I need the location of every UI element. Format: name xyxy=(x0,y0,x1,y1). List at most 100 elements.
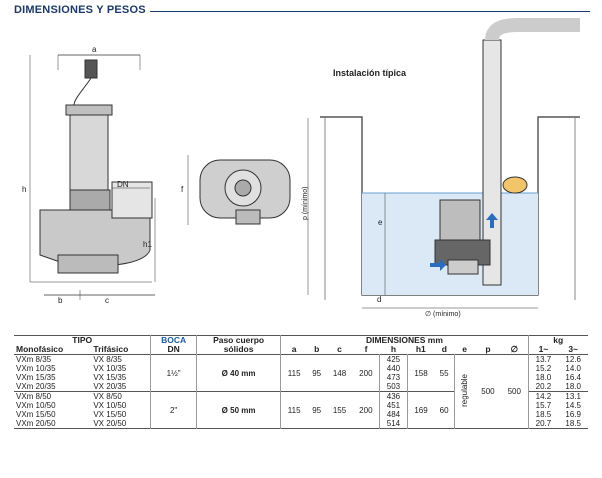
cell-tri: VX 10/50 xyxy=(93,401,127,410)
cell-c: 148 xyxy=(332,368,347,378)
table-row: VXm 8/35 VX 8/35 1½" Ø 40 mm 115 95 148 … xyxy=(14,354,588,429)
table-row: VXm 15/50 VX 15/50 484 18.5 16.9 xyxy=(14,410,588,419)
cell-mono: VXm 10/35 xyxy=(16,364,56,373)
cell-k3: 18.0 xyxy=(565,382,581,391)
cell-p: 500 xyxy=(481,387,495,396)
dim-label-f: f xyxy=(181,185,184,194)
cell-tri: VX 8/35 xyxy=(93,355,122,364)
cell-k1: 15.7 xyxy=(527,401,559,410)
cell-h: 440 xyxy=(379,364,408,373)
cell-h: 473 xyxy=(379,373,408,382)
cell-h: 451 xyxy=(379,401,408,410)
cell-h: 503 xyxy=(379,382,408,392)
cell-tri: VX 8/50 xyxy=(93,392,122,401)
cell-k3: 14.0 xyxy=(565,364,581,373)
cell-boca: 2" xyxy=(150,391,197,429)
cell-tri: VX 15/50 xyxy=(93,410,127,419)
col-k1: 1~ xyxy=(527,345,559,355)
table-row: VXm 10/50 VX 10/50 451 15.7 14.5 xyxy=(14,401,588,410)
cell-k1: 20.2 xyxy=(527,382,559,392)
cell-a: 115 xyxy=(280,354,307,392)
section-title: DIMENSIONES Y PESOS xyxy=(14,4,146,16)
dim-label-b: b xyxy=(58,296,63,305)
cell-f: 200 xyxy=(359,368,373,378)
col-o: ∅ xyxy=(510,344,518,354)
col-dimensiones: DIMENSIONES mm xyxy=(280,335,529,345)
cell-b: 95 xyxy=(312,368,322,378)
cell-k3: 16.4 xyxy=(565,373,581,382)
dim-label-width: ∅ (mínimo) xyxy=(425,311,461,318)
cell-h: 484 xyxy=(379,410,408,419)
technical-drawing xyxy=(29,18,580,309)
dim-label-a: a xyxy=(92,45,97,54)
col-kg: kg xyxy=(527,335,588,345)
dim-label-p: p (mínimo) xyxy=(302,186,309,220)
table-row: VXm 8/50 VX 8/50 2" Ø 50 mm 115 95 155 2… xyxy=(14,391,588,429)
cell-mono: VXm 15/35 xyxy=(16,373,56,382)
installation-title: Instalación típica xyxy=(333,68,407,78)
table-row: VXm 20/35 VX 20/35 503 20.2 18.0 xyxy=(14,382,588,392)
cell-k1: 18.5 xyxy=(527,410,559,419)
cell-h: 425 xyxy=(379,354,408,364)
col-a: a xyxy=(280,345,307,355)
dim-label-dn: DN xyxy=(117,180,129,189)
pump-side-view xyxy=(29,54,156,300)
dim-label-d: d xyxy=(377,295,382,304)
cell-d: 55 xyxy=(439,368,449,378)
cell-tri: VX 20/50 xyxy=(93,419,127,428)
col-dn: DN xyxy=(150,345,197,355)
cell-h: 436 xyxy=(379,391,408,401)
cell-boca: 1½" xyxy=(150,354,197,392)
cell-k3: 12.6 xyxy=(565,355,581,364)
col-b: b xyxy=(314,344,320,354)
col-c: c xyxy=(337,344,342,354)
cell-mono: VXm 8/35 xyxy=(16,355,52,364)
dimensions-table: TIPO BOCA Paso cuerpo DIMENSIONES mm kg … xyxy=(14,335,588,429)
col-f: f xyxy=(364,344,368,354)
cell-f: 200 xyxy=(359,405,373,415)
cell-paso: Ø 40 mm xyxy=(195,354,281,392)
installation-view xyxy=(307,18,580,309)
cell-h: 514 xyxy=(379,419,408,429)
table-row: VXm 15/35 VX 15/35 473 18.0 16.4 xyxy=(14,373,588,382)
col-k3: 3~ xyxy=(568,344,579,354)
cell-h1: 169 xyxy=(414,405,428,415)
cell-mono: VXm 10/50 xyxy=(16,401,56,410)
dim-label-e: e xyxy=(378,218,383,227)
cell-mono: VXm 8/50 xyxy=(16,392,52,401)
cell-b: 95 xyxy=(312,405,322,415)
cell-mono: VXm 15/50 xyxy=(16,410,56,419)
col-boca: BOCA xyxy=(150,335,197,345)
col-mono: Monofásico xyxy=(16,344,64,354)
col-tri: Trifásico xyxy=(93,344,129,354)
cell-o: 500 xyxy=(507,387,521,396)
cell-h1: 158 xyxy=(414,368,428,378)
col-d: d xyxy=(441,344,447,354)
dim-label-h: h xyxy=(22,185,27,194)
cell-mono: VXm 20/50 xyxy=(16,419,56,428)
cell-a: 115 xyxy=(280,391,307,429)
cell-d: 60 xyxy=(439,405,449,415)
col-tipo: TIPO xyxy=(72,335,93,345)
cell-tri: VX 10/35 xyxy=(93,364,127,373)
cell-k3: 13.1 xyxy=(565,392,581,401)
cell-tri: VX 20/35 xyxy=(93,382,127,391)
cell-k1: 18.0 xyxy=(527,373,559,382)
header-rule xyxy=(150,11,590,12)
cell-paso: Ø 50 mm xyxy=(195,391,281,429)
col-paso: Paso cuerpo xyxy=(195,335,281,345)
cell-tri: VX 15/35 xyxy=(93,373,127,382)
col-h1: h1 xyxy=(415,344,426,354)
pump-top-view xyxy=(187,155,291,225)
cell-k1: 14.2 xyxy=(527,391,559,401)
dim-label-c: c xyxy=(105,296,109,305)
cell-e: regulable xyxy=(460,374,470,407)
cell-mono: VXm 20/35 xyxy=(16,382,56,391)
cell-c: 155 xyxy=(332,405,347,415)
col-solidos: sólidos xyxy=(195,345,281,355)
cell-k3: 16.9 xyxy=(565,410,581,419)
col-h: h xyxy=(390,344,397,354)
col-p: p xyxy=(485,344,491,354)
table-row: VXm 10/35 VX 10/35 440 15.2 14.0 xyxy=(14,364,588,373)
table-body: VXm 8/35 VX 8/35 1½" Ø 40 mm 115 95 148 … xyxy=(14,354,588,429)
